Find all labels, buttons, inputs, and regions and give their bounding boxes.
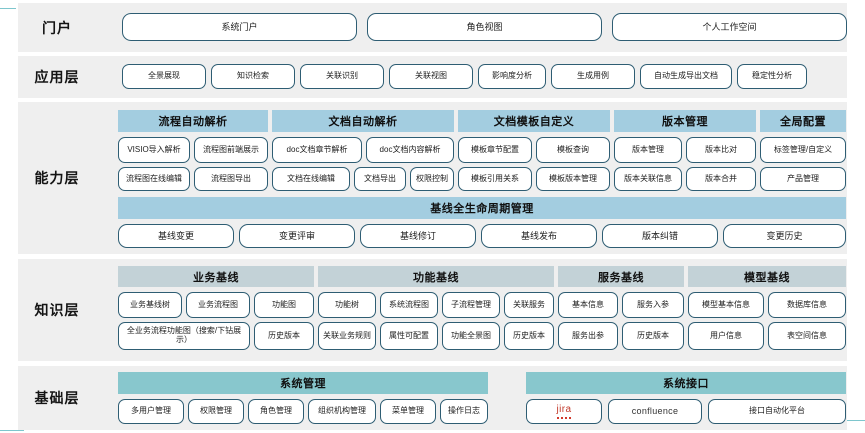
capability-lifecycle-item-3[interactable]: 基线发布: [481, 224, 597, 248]
layer-body-application: 全景展现 知识检索 关联识别 关联视图 影响度分析 生成用例 自动生成导出文档 …: [96, 56, 841, 98]
application-item-4[interactable]: 影响度分析: [478, 64, 546, 89]
layer-label-knowledge: 知识层: [34, 302, 80, 318]
application-item-5[interactable]: 生成用例: [551, 64, 635, 89]
infrastructure-item-g0-3[interactable]: 组织机构管理: [308, 399, 376, 424]
decorative-corner-top-left: [0, 0, 16, 9]
capability-group-header-1: 文档自动解析: [272, 110, 454, 132]
infrastructure-item-g0-5[interactable]: 操作日志: [440, 399, 488, 424]
capability-item-g2-0[interactable]: 模板章节配置: [458, 137, 532, 163]
capability-lifecycle-item-5[interactable]: 变更历史: [723, 224, 846, 248]
capability-item-g1-1[interactable]: doc文档内容解析: [366, 137, 454, 163]
layer-band-portal: 门户 系统门户 角色视图 个人工作空间: [18, 3, 847, 52]
application-item-6[interactable]: 自动生成导出文档: [640, 64, 732, 89]
application-item-3[interactable]: 关联视图: [389, 64, 473, 89]
layer-band-infrastructure: 基础层 系统管理 系统接口 多用户管理 权限管理 角色管理 组织机构管理 菜单管…: [18, 366, 847, 430]
layer-body-knowledge: 业务基线 功能基线 服务基线 模型基线 业务基线树 业务流程图 功能图 全业务流…: [96, 259, 846, 361]
infrastructure-group-header-1: 系统接口: [526, 372, 846, 394]
decorative-corner-bottom-left: [0, 430, 24, 431]
capability-item-g4-0[interactable]: 标签管理/自定义: [760, 137, 846, 163]
infrastructure-item-jira[interactable]: jira: [526, 399, 602, 424]
layer-body-portal: 系统门户 角色视图 个人工作空间: [96, 3, 847, 52]
knowledge-item-g1-0[interactable]: 功能树: [318, 292, 376, 318]
knowledge-item-g0-3[interactable]: 全业务流程功能图（搜索/下钻展示）: [118, 322, 250, 350]
layer-band-application: 应用层 全景展现 知识检索 关联识别 关联视图 影响度分析 生成用例 自动生成导…: [18, 56, 847, 98]
knowledge-group-header-2: 服务基线: [558, 266, 684, 287]
knowledge-item-g1-6[interactable]: 功能全景图: [442, 322, 500, 350]
capability-item-g1-2[interactable]: 文档在线编辑: [272, 167, 350, 191]
decorative-corner-bottom-right: [835, 420, 865, 421]
layer-band-knowledge: 知识层 业务基线 功能基线 服务基线 模型基线 业务基线树 业务流程图 功能图 …: [18, 259, 847, 361]
capability-item-g0-0[interactable]: VISIO导入解析: [118, 137, 190, 163]
capability-group-header-0: 流程自动解析: [118, 110, 268, 132]
capability-lifecycle-item-0[interactable]: 基线变更: [118, 224, 234, 248]
capability-group-header-3: 版本管理: [614, 110, 756, 132]
knowledge-item-g3-2[interactable]: 用户信息: [688, 322, 764, 350]
capability-item-g3-0[interactable]: 版本管理: [614, 137, 682, 163]
knowledge-item-g0-1[interactable]: 业务流程图: [186, 292, 250, 318]
knowledge-item-g2-3[interactable]: 历史版本: [622, 322, 684, 350]
layer-label-capability: 能力层: [34, 170, 80, 186]
capability-item-g1-3[interactable]: 文档导出: [354, 167, 406, 191]
application-item-0[interactable]: 全景展现: [122, 64, 206, 89]
capability-item-g1-0[interactable]: doc文档章节解析: [272, 137, 362, 163]
capability-item-g0-1[interactable]: 流程图前端展示: [194, 137, 268, 163]
knowledge-item-g0-0[interactable]: 业务基线树: [118, 292, 182, 318]
knowledge-item-g2-2[interactable]: 服务出参: [558, 322, 618, 350]
knowledge-group-header-1: 功能基线: [318, 266, 554, 287]
capability-item-g3-1[interactable]: 版本比对: [686, 137, 756, 163]
knowledge-item-g2-1[interactable]: 服务入参: [622, 292, 684, 318]
capability-item-g0-3[interactable]: 流程图导出: [194, 167, 268, 191]
infrastructure-item-g0-2[interactable]: 角色管理: [248, 399, 304, 424]
layer-body-capability: 流程自动解析 文档自动解析 文档模板自定义 版本管理 全局配置 VISIO导入解…: [96, 102, 846, 254]
layer-label-infrastructure: 基础层: [34, 390, 80, 406]
capability-lifecycle-header: 基线全生命周期管理: [118, 197, 846, 219]
knowledge-item-g3-0[interactable]: 模型基本信息: [688, 292, 764, 318]
knowledge-item-g1-2[interactable]: 子流程管理: [442, 292, 500, 318]
capability-item-g0-2[interactable]: 流程图在线编辑: [118, 167, 190, 191]
capability-item-g4-1[interactable]: 产品管理: [760, 167, 846, 191]
layer-body-infrastructure: 系统管理 系统接口 多用户管理 权限管理 角色管理 组织机构管理 菜单管理 操作…: [96, 366, 846, 430]
layer-label-portal: 门户: [42, 19, 72, 36]
infrastructure-item-g0-0[interactable]: 多用户管理: [118, 399, 184, 424]
knowledge-item-g3-3[interactable]: 表空间信息: [768, 322, 846, 350]
capability-group-header-4: 全局配置: [760, 110, 846, 132]
knowledge-item-g1-4[interactable]: 关联业务规则: [318, 322, 376, 350]
capability-lifecycle-item-4[interactable]: 版本纠错: [602, 224, 718, 248]
infrastructure-item-api-platform[interactable]: 接口自动化平台: [708, 399, 846, 424]
knowledge-item-g1-5[interactable]: 属性可配置: [380, 322, 438, 350]
capability-item-g3-3[interactable]: 版本合并: [686, 167, 756, 191]
knowledge-item-g0-4[interactable]: 历史版本: [254, 322, 314, 350]
knowledge-group-header-3: 模型基线: [688, 266, 846, 287]
portal-item-2[interactable]: 个人工作空间: [612, 13, 847, 41]
infrastructure-item-g0-4[interactable]: 菜单管理: [380, 399, 436, 424]
portal-item-1[interactable]: 角色视图: [367, 13, 602, 41]
knowledge-item-g0-2[interactable]: 功能图: [254, 292, 314, 318]
capability-lifecycle-item-2[interactable]: 基线修订: [360, 224, 476, 248]
knowledge-group-header-0: 业务基线: [118, 266, 314, 287]
knowledge-item-g1-7[interactable]: 历史版本: [504, 322, 554, 350]
jira-label: jira: [556, 404, 572, 419]
application-item-2[interactable]: 关联识别: [300, 64, 384, 89]
portal-item-0[interactable]: 系统门户: [122, 13, 357, 41]
infrastructure-group-header-0: 系统管理: [118, 372, 488, 394]
infrastructure-item-g0-1[interactable]: 权限管理: [188, 399, 244, 424]
application-item-1[interactable]: 知识检索: [211, 64, 295, 89]
capability-item-g2-3[interactable]: 模板版本管理: [536, 167, 610, 191]
knowledge-item-g2-0[interactable]: 基本信息: [558, 292, 618, 318]
infrastructure-item-confluence[interactable]: confluence: [608, 399, 702, 424]
capability-item-g1-4[interactable]: 权限控制: [410, 167, 454, 191]
capability-item-g2-1[interactable]: 模板查询: [536, 137, 610, 163]
capability-item-g2-2[interactable]: 模板引用关系: [458, 167, 532, 191]
layer-label-application: 应用层: [34, 69, 80, 85]
application-item-7[interactable]: 稳定性分析: [737, 64, 807, 89]
layer-band-capability: 能力层 流程自动解析 文档自动解析 文档模板自定义 版本管理 全局配置 VISI…: [18, 102, 847, 254]
capability-lifecycle-item-1[interactable]: 变更评审: [239, 224, 355, 248]
capability-group-header-2: 文档模板自定义: [458, 110, 610, 132]
knowledge-item-g1-1[interactable]: 系统流程图: [380, 292, 438, 318]
knowledge-item-g1-3[interactable]: 关联服务: [504, 292, 554, 318]
knowledge-item-g3-1[interactable]: 数据库信息: [768, 292, 846, 318]
capability-item-g3-2[interactable]: 版本关联信息: [614, 167, 682, 191]
